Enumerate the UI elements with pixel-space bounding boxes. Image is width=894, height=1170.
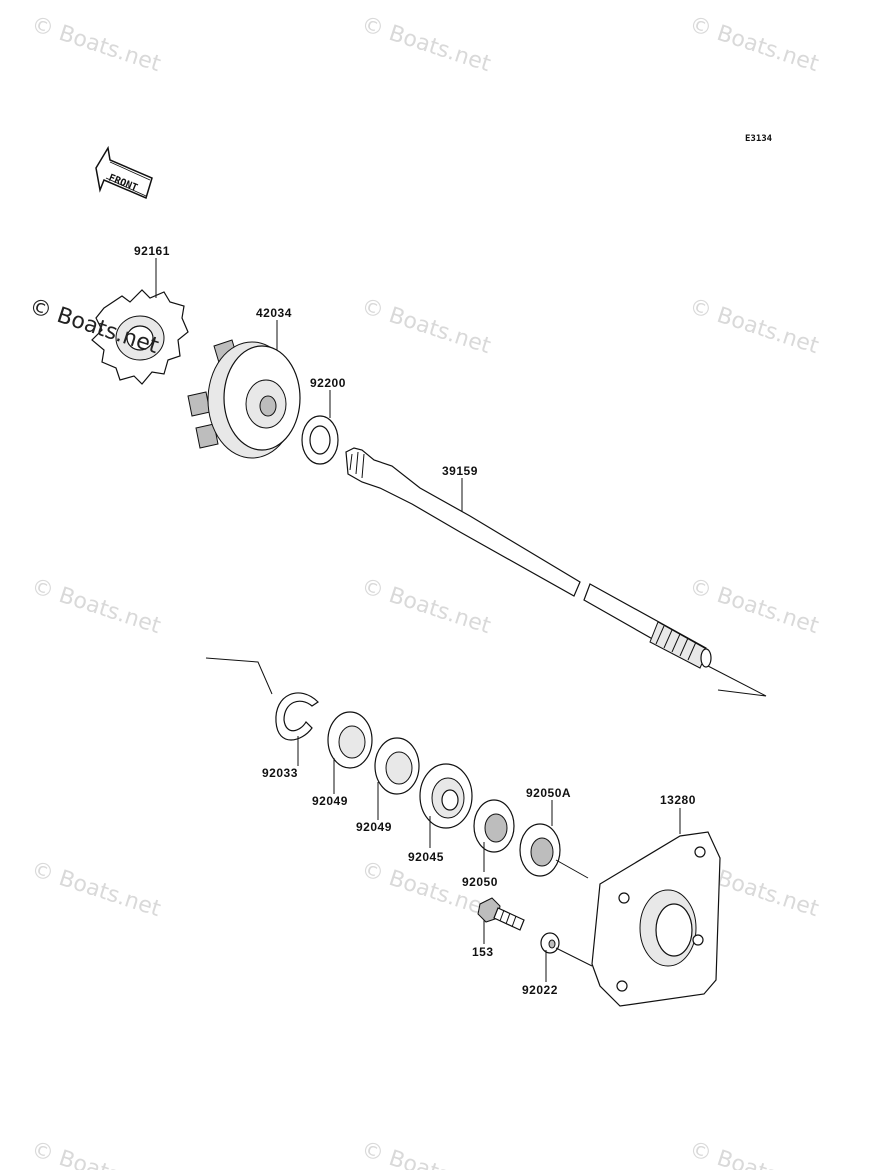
part-labels: 92161 42034 92200 39159 92033 92049 9204…	[134, 244, 696, 997]
part-number-label: 39159	[442, 464, 478, 478]
watermark-text: © Boats.net	[28, 1137, 164, 1170]
leader-lines	[155, 258, 681, 982]
oil-seal-part	[374, 737, 420, 795]
part-number-label: 92200	[310, 376, 346, 390]
watermark-text: © Boats.net	[686, 574, 822, 639]
oil-seal-part	[473, 799, 515, 853]
bolt-part	[477, 897, 525, 931]
watermark-text: © Boats.net	[358, 857, 494, 922]
washer-part	[540, 932, 560, 954]
part-number-label: 153	[472, 945, 494, 959]
part-number-label: 92049	[312, 794, 348, 808]
watermark-text: © Boats.net	[28, 574, 164, 639]
drive-shaft-part	[345, 447, 712, 669]
ball-bearing-part	[419, 763, 473, 829]
part-number-label: 13280	[660, 793, 696, 807]
shaft-guide-lines	[205, 657, 767, 697]
diagram-ref-code: E3134	[745, 134, 773, 144]
part-number-label: 42034	[256, 306, 292, 320]
snap-ring-part	[275, 692, 319, 741]
part-number-label: 92049	[356, 820, 392, 834]
coupling-part	[187, 339, 301, 459]
watermark-text: © Boats.net	[358, 12, 494, 77]
washer-part	[301, 415, 339, 465]
part-number-label: 92033	[262, 766, 298, 780]
oil-seal-part	[519, 823, 561, 877]
part-number-label: 92045	[408, 850, 444, 864]
watermark-text: © Boats.net	[28, 857, 164, 922]
watermark-text: © Boats.net	[358, 294, 494, 359]
watermark-text: © Boats.net	[686, 294, 822, 359]
part-number-label: 92050	[462, 875, 498, 889]
housing-plate-part	[591, 831, 721, 1007]
part-number-label: 92050A	[526, 786, 571, 800]
damper-part	[91, 289, 189, 385]
watermark-text: © Boats.net	[686, 1137, 822, 1170]
front-arrow-icon: FRONT	[95, 145, 153, 200]
watermark-text: © Boats.net	[358, 1137, 494, 1170]
watermark-text: © Boats.net	[28, 12, 164, 77]
part-number-label: 92022	[522, 983, 558, 997]
part-number-label: 92161	[134, 244, 170, 258]
watermark-text: © Boats.net	[686, 12, 822, 77]
oil-seal-part	[327, 711, 373, 769]
watermark-text: © Boats.net	[358, 574, 494, 639]
